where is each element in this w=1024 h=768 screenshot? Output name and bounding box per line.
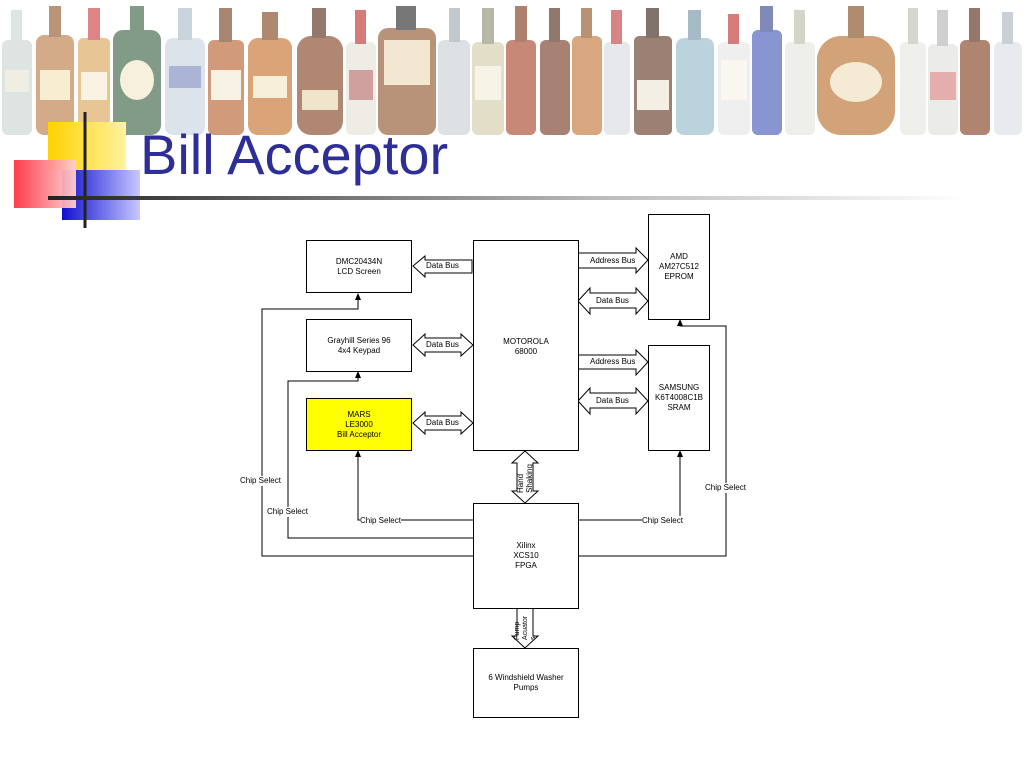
slide-title: Bill Acceptor (140, 123, 449, 186)
bill-chip-select-label: Chip Select (360, 516, 401, 526)
eprom-address-bus-label: Address Bus (590, 256, 636, 265)
sram-block: SAMSUNG K6T4008C1B SRAM (648, 345, 710, 451)
decorative-squares (14, 112, 150, 228)
fpga-block: Xilinx XCS10 FPGA (473, 503, 579, 609)
keypad-data-bus-label: Data Bus (426, 340, 459, 349)
title-underline (48, 196, 968, 200)
liquor-bottles-banner (0, 0, 1024, 140)
eprom-chip-select-label: Chip Select (705, 483, 746, 493)
pumps-block: 6 Windshield Washer Pumps (473, 648, 579, 718)
lcd-data-bus-label: Data Bus (426, 261, 459, 270)
lcd-chip-select-label: Chip Select (240, 476, 281, 486)
bill-chip-select-line (357, 454, 473, 521)
handshaking-label: Hand Shaking (516, 464, 534, 493)
sram-address-bus-label: Address Bus (590, 357, 636, 366)
cpu-block: MOTOROLA 68000 (473, 240, 579, 451)
lcd-screen-block: DMC20434N LCD Screen (306, 240, 412, 293)
bottle-icon (2, 10, 32, 135)
pump-actuator-label: Pump Acuator s (514, 615, 537, 640)
sram-chip-select-line (578, 454, 681, 521)
eprom-block: AMD AM27C512 EPROM (648, 214, 710, 320)
keypad-chip-select-label: Chip Select (267, 507, 308, 517)
sram-chip-select-label: Chip Select (642, 516, 683, 526)
bill-acceptor-block: MARS LE3000 Bill Acceptor (306, 398, 412, 451)
sram-data-bus-label: Data Bus (596, 396, 629, 405)
eprom-data-bus-label: Data Bus (596, 296, 629, 305)
keypad-block: Grayhill Series 96 4x4 Keypad (306, 319, 412, 372)
bill-data-bus-label: Data Bus (426, 418, 459, 427)
